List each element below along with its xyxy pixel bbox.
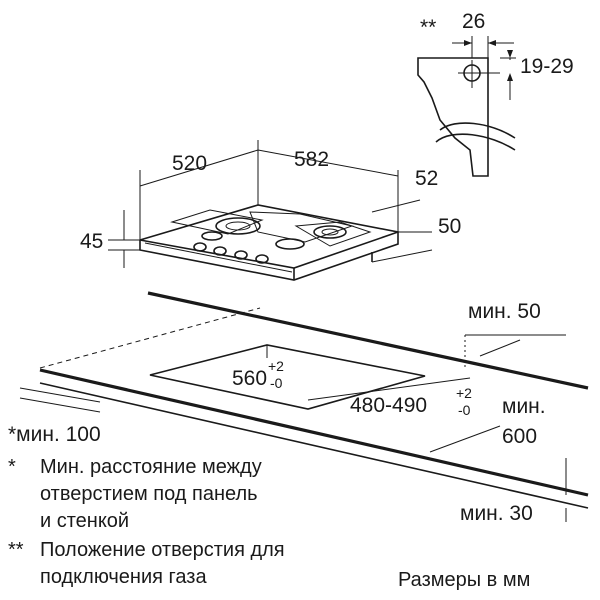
knob-1 <box>193 242 207 252</box>
gas-inlet-width-label: 26 <box>462 10 485 33</box>
rear-clearance-label: мин. 50 <box>468 300 541 323</box>
cutout: 560 +2 -0 480-490 +2 -0 <box>149 344 472 418</box>
hob-rear-offset-label: 52 <box>415 167 438 190</box>
burner-large <box>215 217 261 235</box>
hob-body <box>139 232 399 281</box>
hob-width-label: 582 <box>294 148 329 171</box>
note-2-marker: ** <box>8 539 24 561</box>
cutout-depth-tol-minus: -0 <box>458 402 471 418</box>
cutout-width-tol-minus: -0 <box>270 375 283 391</box>
knob-4 <box>255 254 269 264</box>
cutout-outline <box>149 344 426 410</box>
gas-inlet-height-label: 19-29 <box>520 55 574 78</box>
cutout-width-label: 560 <box>232 367 267 390</box>
hob-depth-label: 520 <box>172 152 207 175</box>
knob-2 <box>213 246 227 256</box>
burner-rear <box>201 231 223 241</box>
notes: * Мин. расстояние между отверстием под п… <box>8 456 285 588</box>
cutout-depth-label: 480-490 <box>350 394 427 417</box>
worktop-depth-label-1: мин. <box>502 395 546 418</box>
knob-3 <box>234 250 248 260</box>
bracket-curve-2 <box>435 133 516 151</box>
hob-dimensions: 520 582 45 52 50 <box>80 140 461 268</box>
note-1-line-3: и стенкой <box>40 510 129 532</box>
hob-side-offset-label: 50 <box>438 215 461 238</box>
hob <box>139 204 402 281</box>
gas-inlet-marker: ** <box>420 16 436 39</box>
worktop <box>19 291 589 509</box>
hob-height-label: 45 <box>80 230 103 253</box>
note-1-marker: * <box>8 456 16 478</box>
note-1-line-2: отверстием под панель <box>40 483 258 505</box>
bracket-profile <box>417 57 489 177</box>
bracket-curve <box>439 122 516 139</box>
gas-inlet-detail: ** 26 19-29 <box>417 10 574 177</box>
note-2-line-2: подключения газа <box>40 566 207 588</box>
hob-top-surface <box>139 204 402 269</box>
thickness-label: мин. 30 <box>460 502 533 525</box>
note-2-line-1: Положение отверстия для <box>40 539 285 561</box>
cutout-depth-tol-plus: +2 <box>456 385 472 401</box>
wall-clearance-label: *мин. 100 <box>8 423 101 446</box>
burner-medium <box>313 225 347 239</box>
cutout-width-tol-plus: +2 <box>268 358 284 374</box>
note-1-line-1: Мин. расстояние между <box>40 456 262 478</box>
burner-small <box>275 238 305 250</box>
clearances: мин. 50 мин. 600 мин. 30 *мин. 100 <box>8 300 567 525</box>
worktop-depth-label-2: 600 <box>502 425 537 448</box>
units-label: Размеры в мм <box>398 569 530 591</box>
